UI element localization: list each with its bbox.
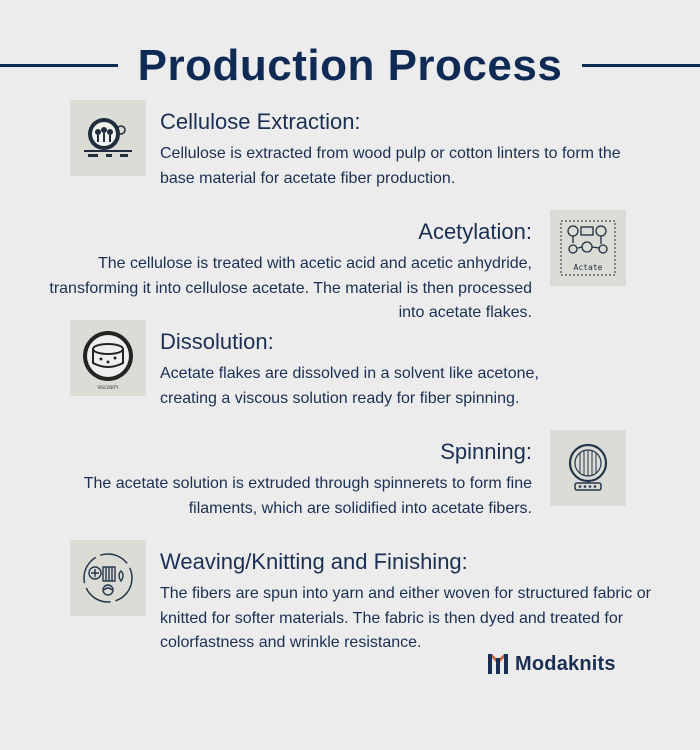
step-title-spinning: Spinning: (440, 439, 532, 464)
header-rule-right (582, 64, 700, 67)
page-title: Production Process (137, 41, 563, 90)
step-text-acetylation: The cellulose is treated with acetic aci… (49, 255, 532, 321)
weaving-finishing-icon (70, 540, 146, 616)
spinneret-icon (550, 430, 626, 506)
dissolution-icon-label: VISCOSITY (97, 385, 119, 390)
step-title-dissolution: Dissolution: (160, 329, 274, 354)
header: Production Process (0, 38, 700, 94)
step-title-acetylation: Acetylation: (418, 219, 532, 244)
step-text-spinning: The acetate solution is extruded through… (83, 475, 532, 517)
header-rule-left (0, 64, 118, 67)
step-text-dissolution: Acetate flakes are dissolved in a solven… (160, 365, 539, 407)
step-text-weaving-knitting-finishing: The fibers are spun into yarn and either… (160, 585, 651, 651)
acetylation-diagram-icon: Actate (550, 210, 626, 286)
brand-logo: Modaknits (487, 650, 616, 678)
step-text-cellulose-extraction: Cellulose is extracted from wood pulp or… (160, 145, 621, 187)
dissolution-vat-icon: VISCOSITY (70, 320, 146, 396)
step-title-cellulose-extraction: Cellulose Extraction: (160, 109, 361, 134)
brand-name: Modaknits (515, 652, 616, 675)
acetylation-icon-label: Actate (574, 263, 603, 272)
tree-cellulose-icon (70, 100, 146, 176)
modaknits-logo-icon (488, 654, 508, 674)
step-title-weaving-knitting-finishing: Weaving/Knitting and Finishing: (160, 549, 468, 574)
